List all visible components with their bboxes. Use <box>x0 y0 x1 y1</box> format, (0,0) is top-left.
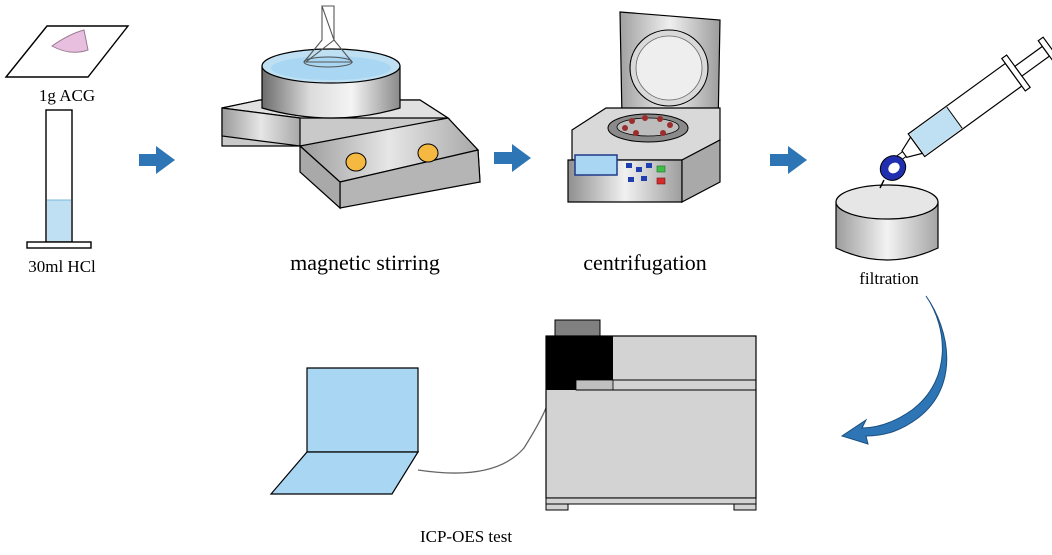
graduated-cylinder-icon <box>26 109 92 249</box>
centrifuge-icon <box>567 11 721 203</box>
laptop-icon <box>269 367 420 495</box>
flow-arrow-icon <box>770 146 807 174</box>
centrifugation-label: centrifugation <box>583 250 706 275</box>
flow-arrow-icon <box>139 146 175 174</box>
icp-oes-instrument-icon <box>545 319 757 511</box>
flow-arrow-icon <box>494 144 531 172</box>
stirring-label: magnetic stirring <box>290 250 440 275</box>
acg-label: 1g ACG <box>39 86 95 105</box>
filtration-label: filtration <box>859 269 919 288</box>
connection-cable <box>417 407 547 474</box>
magnetic-stirrer-icon <box>221 5 481 210</box>
icp-label: ICP-OES test <box>420 527 512 546</box>
hcl-label: 30ml HCl <box>28 257 96 276</box>
filtration-icon <box>835 36 1052 261</box>
curved-arrow-icon <box>840 295 948 445</box>
weighing-paper-icon <box>4 25 130 78</box>
